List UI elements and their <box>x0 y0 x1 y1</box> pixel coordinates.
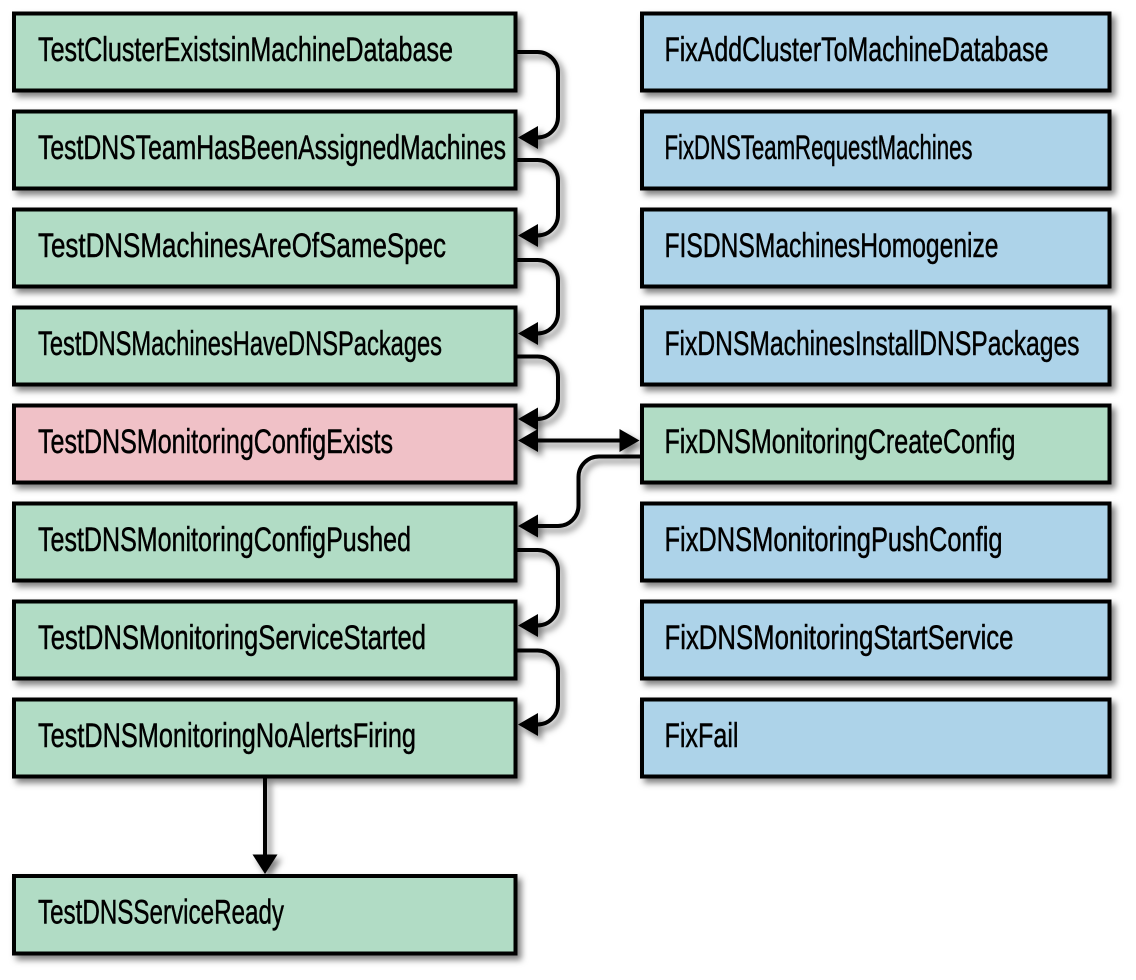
svg-text:TestDNSMachinesAreOfSameSpec: TestDNSMachinesAreOfSameSpec <box>38 227 446 265</box>
svg-text:TestClusterExistsinMachineData: TestClusterExistsinMachineDatabase <box>38 31 453 69</box>
svg-text:TestDNSMonitoringConfigExists: TestDNSMonitoringConfigExists <box>38 423 393 461</box>
svg-text:FixDNSMonitoringPushConfig: FixDNSMonitoringPushConfig <box>665 521 1003 559</box>
svg-text:FixAddClusterToMachineDatabase: FixAddClusterToMachineDatabase <box>665 31 1049 69</box>
svg-text:TestDNSMachinesHaveDNSPackages: TestDNSMachinesHaveDNSPackages <box>38 325 442 363</box>
svg-text:TestDNSMonitoringConfigPushed: TestDNSMonitoringConfigPushed <box>38 521 411 559</box>
svg-text:TestDNSMonitoringServiceStarte: TestDNSMonitoringServiceStarted <box>38 619 426 657</box>
svg-text:FISDNSMachinesHomogenize: FISDNSMachinesHomogenize <box>665 227 999 265</box>
svg-text:FixDNSMachinesInstallDNSPackag: FixDNSMachinesInstallDNSPackages <box>665 325 1080 363</box>
svg-text:FixDNSMonitoringStartService: FixDNSMonitoringStartService <box>665 619 1014 657</box>
svg-text:TestDNSMonitoringNoAlertsFirin: TestDNSMonitoringNoAlertsFiring <box>38 717 416 755</box>
svg-text:FixDNSTeamRequestMachines: FixDNSTeamRequestMachines <box>665 129 973 167</box>
svg-text:TestDNSServiceReady: TestDNSServiceReady <box>38 894 285 932</box>
svg-text:FixDNSMonitoringCreateConfig: FixDNSMonitoringCreateConfig <box>665 423 1016 461</box>
svg-text:TestDNSTeamHasBeenAssignedMach: TestDNSTeamHasBeenAssignedMachines <box>38 129 506 167</box>
svg-text:FixFail: FixFail <box>665 717 739 755</box>
